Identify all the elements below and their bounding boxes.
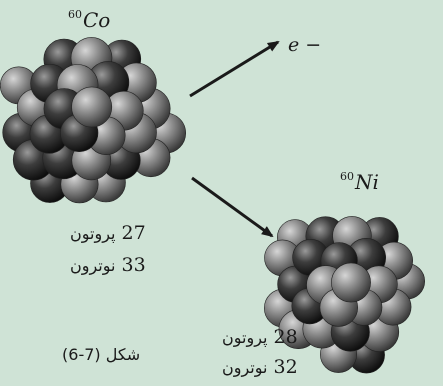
nickel-mass-number: 60	[340, 170, 354, 183]
cobalt-mass-number: 60	[68, 8, 82, 21]
cobalt-neutron-count: نوترون 33	[70, 254, 146, 276]
decay-arrow	[192, 178, 272, 236]
proton-word: پروتون	[222, 328, 267, 347]
nickel-symbol: Ni	[355, 170, 379, 194]
proton-number: 27	[121, 222, 145, 244]
proton-word: پروتون	[70, 224, 115, 243]
neutron-word: نوترون	[70, 256, 115, 275]
nickel-neutron-count: نوترون 32	[222, 356, 298, 378]
neutron-number: 32	[273, 356, 297, 378]
proton-sphere	[72, 87, 112, 127]
cobalt-label: 60Co	[68, 8, 110, 32]
figure-caption: شکل (7-6)	[62, 345, 140, 364]
beta-emission-arrow	[190, 42, 278, 96]
neutron-number: 33	[121, 254, 145, 276]
proton-sphere	[331, 263, 370, 302]
electron-label: e −	[288, 34, 321, 56]
proton-number: 28	[273, 326, 297, 348]
cobalt-symbol: Co	[83, 8, 110, 32]
cobalt-60-nucleus	[0, 37, 186, 203]
neutron-word: نوترون	[222, 358, 267, 377]
nickel-label: 60Ni	[340, 170, 379, 194]
nickel-60-nucleus	[264, 216, 424, 373]
nickel-proton-count: پروتون 28	[222, 326, 298, 348]
cobalt-proton-count: پروتون 27	[70, 222, 146, 244]
